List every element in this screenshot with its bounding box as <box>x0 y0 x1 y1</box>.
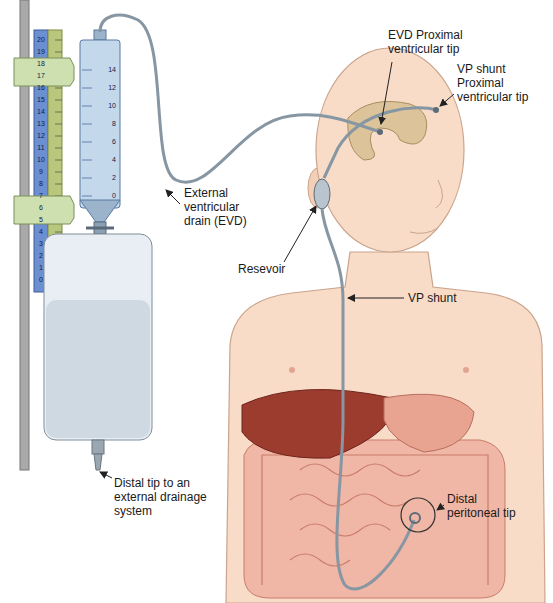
scale-number: 4 <box>94 156 116 164</box>
bag-spout <box>94 454 102 470</box>
callout-label: Distal tip to an external drainage syste… <box>114 476 226 518</box>
scale-number: 6 <box>34 204 48 212</box>
callout-label: VP shunt <box>408 291 478 305</box>
leader-lines <box>100 62 454 510</box>
shunt-tube <box>322 209 414 589</box>
clamp <box>14 196 74 224</box>
reservoir <box>314 179 330 209</box>
intestine-loops <box>262 455 488 585</box>
scale-number: 19 <box>34 48 48 56</box>
callout-label: Distal peritoneal tip <box>447 492 531 520</box>
scale-number: 9 <box>34 168 48 176</box>
callout-label: External ventricular drain (EVD) <box>184 186 262 228</box>
torso <box>226 252 545 603</box>
scale-number: 0 <box>94 192 116 200</box>
brain-ventricle <box>348 101 427 160</box>
scale-number: 13 <box>34 120 48 128</box>
scale-number: 7 <box>34 192 48 200</box>
scale-number: 10 <box>34 156 48 164</box>
scale-number: 8 <box>94 120 116 128</box>
callout-label: Resevoir <box>238 262 308 276</box>
catheter-tip <box>433 107 439 113</box>
scale-number: 15 <box>34 96 48 104</box>
scale-number: 20 <box>34 36 48 44</box>
scale-number: 11 <box>34 144 48 152</box>
scale-number: 4 <box>34 228 48 236</box>
scale-number: 3 <box>34 240 48 248</box>
catheter-tip <box>377 129 383 135</box>
bag-spout <box>92 440 104 454</box>
scale-number: 1 <box>34 264 48 272</box>
scale-number: 18 <box>34 60 48 68</box>
catheter-coil <box>410 513 420 523</box>
evd-tube <box>100 15 380 182</box>
scale-number: 10 <box>94 102 116 110</box>
tip-circle <box>401 498 435 532</box>
nipple <box>289 367 295 373</box>
scale-number: 5 <box>34 216 48 224</box>
liver <box>242 389 393 458</box>
callout-label: VP shunt Proximal ventricular tip <box>457 62 549 104</box>
scale-number: 6 <box>94 138 116 146</box>
scale-number: 16 <box>34 84 48 92</box>
head <box>316 48 464 252</box>
stomach <box>384 394 474 452</box>
clamp <box>14 58 74 86</box>
scale-number: 12 <box>34 132 48 140</box>
scale-number: 12 <box>94 84 116 92</box>
scale-number: 14 <box>34 108 48 116</box>
scale-number: 0 <box>34 276 48 284</box>
scale-number: 14 <box>94 66 116 74</box>
scale-number: 2 <box>94 174 116 182</box>
bag-fluid <box>46 300 150 438</box>
scale-number: 8 <box>34 180 48 188</box>
drainage-bag <box>44 234 152 440</box>
drip-chamber <box>80 40 120 208</box>
chamber-funnel <box>80 200 120 222</box>
nose <box>436 180 443 208</box>
stopcock-handle <box>86 227 114 230</box>
nipple <box>463 367 469 373</box>
scale-number: 2 <box>34 252 48 260</box>
callout-label: EVD Proximal ventricular tip <box>388 28 478 56</box>
scale-number: 17 <box>34 72 48 80</box>
mouth <box>410 228 438 233</box>
shunt-tube <box>324 108 436 178</box>
chamber-ticks <box>82 70 92 196</box>
